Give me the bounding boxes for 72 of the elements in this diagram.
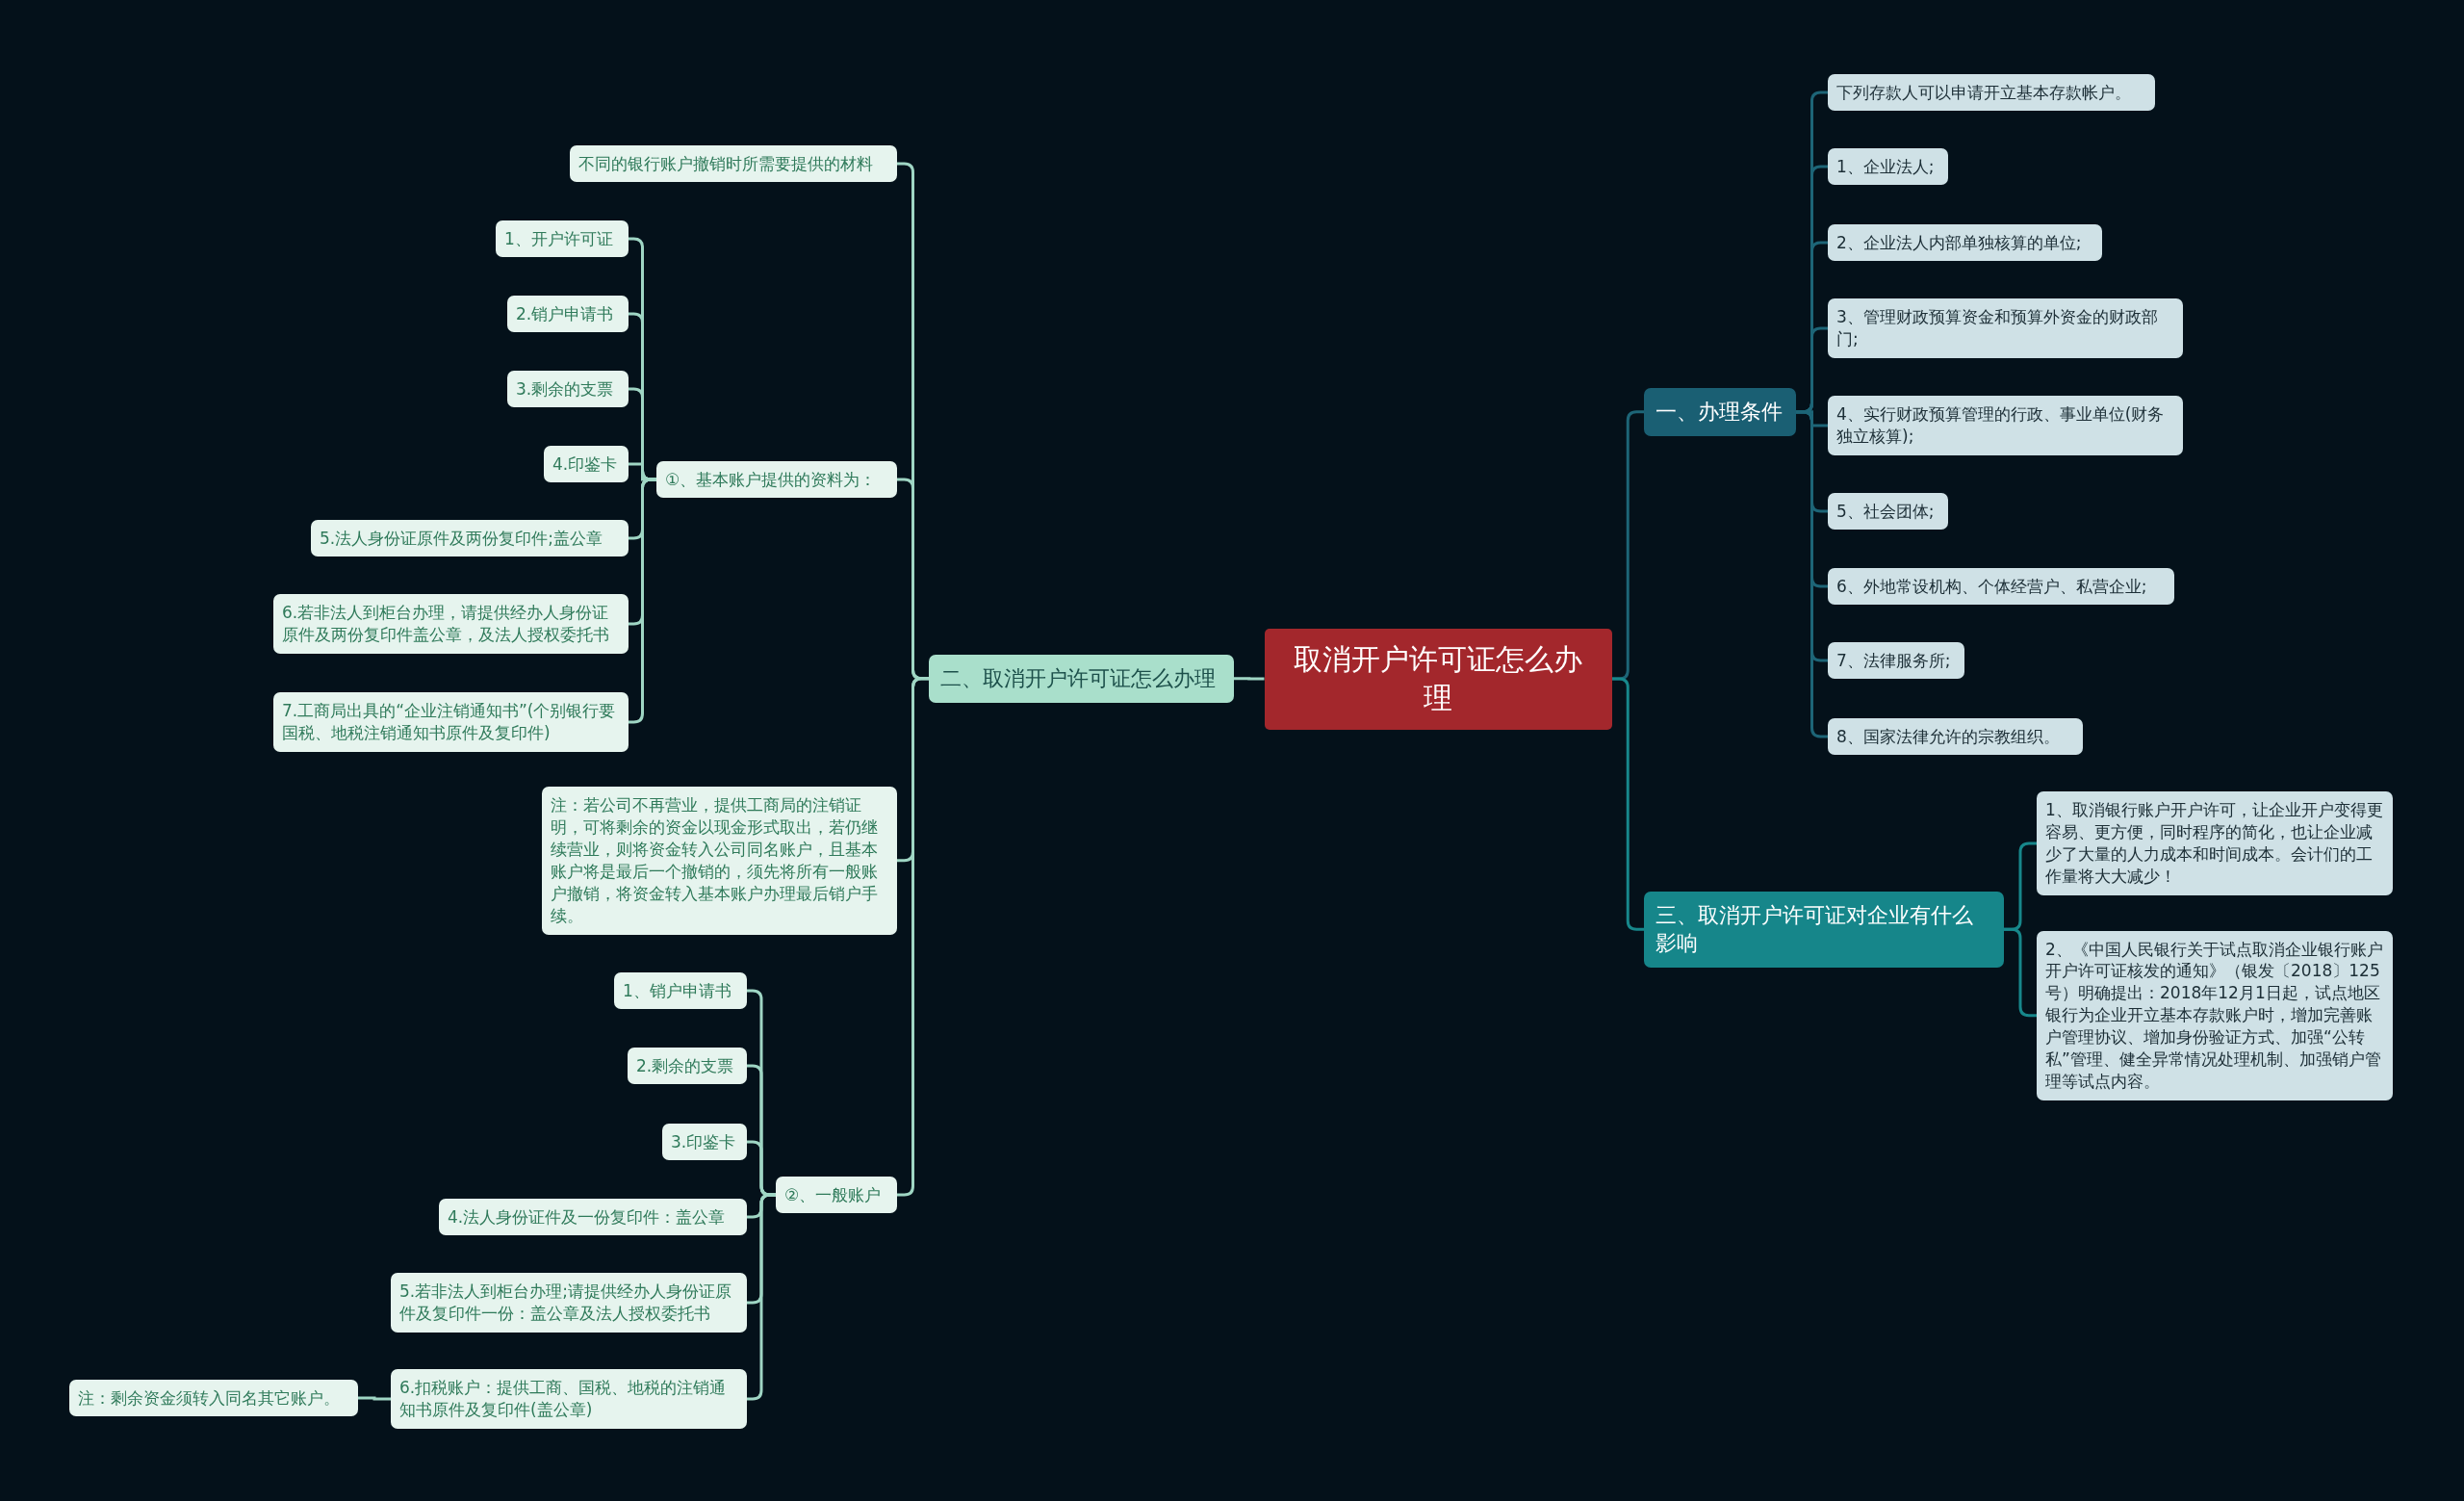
topic-box: [776, 1176, 897, 1214]
topic-text: 3、管理财政预算资金和预算外资金的财政部门;: [1836, 306, 2159, 350]
topic-text: 注：若公司不再营业，提供工商局的注销证明，可将剩余的资金以现金形式取出，若仍继续营业，则将资金转入公司同名账户，且基本账户将是最后一个撤销的，须先将所有一般账户撤销，将资金转入基本账户办理最后销户手续。: [551, 794, 879, 927]
branch-topic: [1644, 891, 2004, 968]
topic-box: [1828, 641, 1964, 680]
topic-text: 5.法人身份证原件及两份复印件;盖公章: [320, 527, 603, 550]
topic-text: 1、开户许可证: [504, 227, 614, 250]
note-box: [542, 787, 897, 935]
topic-text: ①、基本账户提供的资料为：: [665, 468, 878, 491]
topic-box: [1828, 396, 2183, 455]
topic-text: 3.印鉴卡: [671, 1130, 737, 1153]
topic-box: [614, 971, 747, 1010]
branch-topic: [1644, 388, 1796, 436]
topic-text: 3.剩余的支票: [516, 377, 615, 401]
topic-box: [1828, 298, 2183, 358]
connector-line: [358, 1396, 391, 1401]
topic-text: 4.法人身份证件及一份复印件：盖公章: [448, 1205, 727, 1229]
topic-text: 不同的银行账户撤销时所需要提供的材料: [578, 152, 874, 175]
topic-text: 4.印鉴卡: [552, 453, 619, 476]
topic-box: [507, 370, 629, 408]
topic-box: [570, 144, 897, 183]
connector-line: [1611, 677, 1644, 931]
note-box: [69, 1379, 358, 1417]
topic-box: [1828, 223, 2102, 262]
topic-text: 5、社会团体;: [1836, 500, 1936, 523]
topic-box: [1828, 567, 2174, 606]
topic-box: [656, 460, 897, 499]
branch-topic: [929, 655, 1234, 703]
topic-box: [628, 1047, 747, 1085]
connector-line: [1796, 410, 1828, 738]
topic-text: 5.若非法人到柜台办理;请提供经办人身份证原件及复印件一份：盖公章及法人授权委托书: [399, 1281, 732, 1325]
topic-text: 下列存款人可以申请开立基本存款帐户。: [1836, 81, 2132, 104]
topic-text: 2.销户申请书: [516, 302, 615, 325]
connector-line: [747, 1193, 776, 1401]
connector-line: [2004, 927, 2037, 1018]
topic-text: 注：剩余资金须转入同名其它账户。: [78, 1386, 341, 1410]
topic-box: [1828, 73, 2155, 112]
topic-box: [2037, 791, 2393, 895]
connector-line: [1234, 677, 1265, 681]
topic-box: [311, 519, 629, 557]
topic-text: 6.扣税账户：提供工商、国税、地税的注销通知书原件及复印件(盖公章): [399, 1377, 728, 1421]
topic-text: 一、办理条件: [1656, 399, 1784, 426]
topic-text: 二、取消开户许可证怎么办理: [940, 665, 1217, 692]
topic-text: 2.剩余的支票: [636, 1054, 735, 1077]
topic-box: [496, 220, 629, 258]
topic-text: 6.若非法人到柜台办理，请提供经办人身份证原件及两份复印件盖公章，及法人授权委托书: [282, 602, 610, 646]
central-topic: [1264, 628, 1612, 730]
topic-box: [391, 1369, 747, 1429]
topic-box: [544, 445, 629, 483]
topic-text: 6、外地常设机构、个体经营户、私营企业;: [1836, 575, 2148, 598]
topic-box: [273, 594, 629, 654]
topic-box: [1828, 147, 1948, 186]
topic-box: [439, 1198, 747, 1236]
topic-text: 8、国家法律允许的宗教组织。: [1836, 725, 2061, 748]
topic-box: [1828, 492, 1948, 531]
topic-text: 1、取消银行账户开户许可，让企业开户变得更容易、更方便，同时程序的简化，也让企业减少了大量的人力成本和时间成本。会计们的工作量将大大减少！: [2045, 799, 2384, 888]
topic-text: 1、企业法人;: [1836, 155, 1936, 178]
topic-box: [391, 1273, 747, 1333]
topic-text: 4、实行财政预算管理的行政、事业单位(财务独立核算);: [1836, 403, 2166, 448]
topic-box: [1828, 717, 2083, 756]
topic-text: 取消开户许可证怎么办理: [1293, 640, 1583, 716]
topic-text: 1、销户申请书: [623, 979, 732, 1002]
connector-line: [897, 677, 929, 1197]
topic-text: 三、取消开户许可证对企业有什么影响: [1656, 901, 1974, 958]
topic-box: [273, 692, 629, 752]
topic-text: 2、《中国人民银行关于试点取消企业银行账户开户许可证核发的通知》（银发〔2018〕125号）明确提出：2018年12月1日起，试点地区银行为企业开立基本存款账户时，增加完善账户管理协议、增加身份验证方式、加强“公转私”管理、健全异常情况处理机制、加强销户管理等试点内容。: [2045, 938, 2384, 1094]
topic-text: 7、法律服务所;: [1836, 649, 1952, 672]
topic-box: [507, 295, 629, 333]
topic-text: ②、一般账户: [784, 1183, 883, 1206]
topic-text: 7.工商局出具的“企业注销通知书”(个别银行要国税、地税注销通知书原件及复印件): [282, 700, 617, 744]
topic-text: 2、企业法人内部单独核算的单位;: [1836, 231, 2083, 254]
topic-box: [662, 1123, 747, 1161]
